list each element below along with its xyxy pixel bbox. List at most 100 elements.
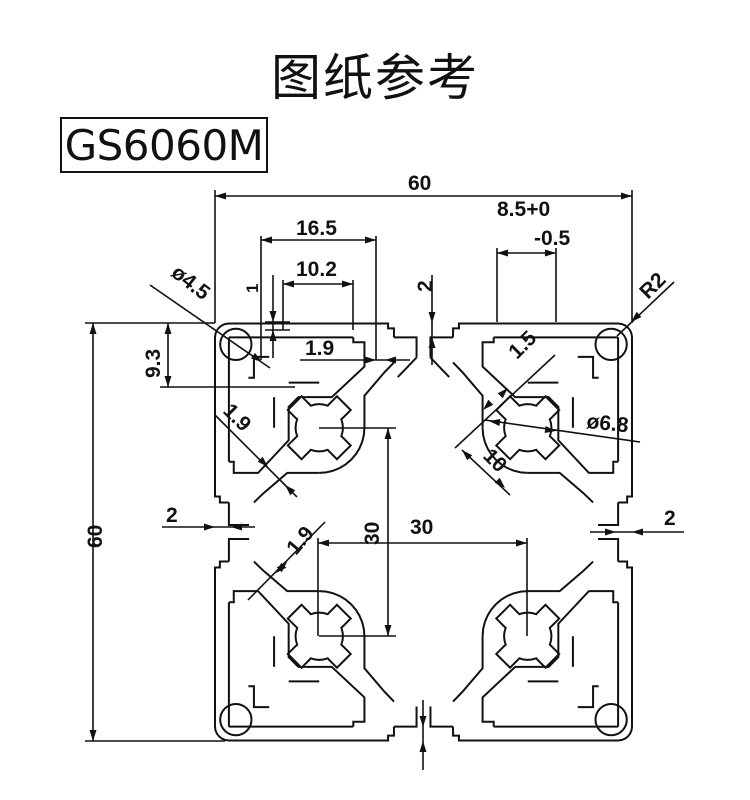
core-hole-bl — [286, 603, 353, 670]
profile-outer-edge-tl — [214, 322, 395, 504]
arrow-10-l — [283, 280, 294, 288]
dim-side-wall-left: 2 — [166, 504, 178, 527]
core-outer-arc-br — [481, 590, 528, 637]
core-web-bottom-tl — [253, 471, 320, 504]
dim-lip-thickness: 1 — [243, 284, 262, 293]
dim-web-thickness-diag: 1.9 — [218, 399, 255, 436]
core-web-bottom-tr — [527, 471, 594, 504]
arrow-19t-l — [365, 356, 376, 364]
core-web-bottom-bl — [253, 560, 320, 593]
arrow-swr-b — [632, 528, 643, 536]
arrow-ch-r — [516, 539, 527, 547]
corner-pocket-br — [481, 590, 619, 727]
arrow-lip-b — [269, 330, 277, 341]
arrow-bw-b — [419, 741, 427, 752]
dim-slot-outer-width: 16.5 — [296, 217, 337, 240]
arrow-h-b — [89, 730, 97, 741]
core-web-right-bl — [363, 636, 395, 703]
arrow-10-r — [342, 280, 353, 288]
arrow-cv-b — [384, 625, 392, 636]
dim-core-size: 10 — [478, 444, 511, 477]
corner-web-tr — [577, 355, 599, 379]
arrow-93-b — [164, 376, 172, 387]
arrow-16-l — [261, 236, 272, 244]
dim-line-radius — [616, 281, 675, 337]
arrow-swl-b — [231, 523, 242, 531]
arrow-16-r — [365, 236, 376, 244]
arrow-19d-b — [285, 485, 296, 496]
dim-corner-radius: R2 — [635, 268, 670, 303]
corner-pocket-tl — [228, 337, 366, 474]
dim-hole-offset: 9.3 — [142, 349, 165, 378]
dim-slot-opening: 10.2 — [296, 258, 337, 281]
dim-overall-height: 60 — [84, 525, 107, 548]
slot-inner-wall-top-tr — [429, 336, 454, 358]
profile-outer-edge-tr — [452, 322, 633, 504]
arrow-corner-hole — [250, 352, 262, 362]
dimension-lines — [85, 190, 684, 770]
dim-corner-hole-dia: ø4.5 — [167, 261, 215, 305]
core-outer-arc-bl — [319, 590, 366, 637]
arrow-swl-a — [204, 523, 215, 531]
core-outer-arc-tl — [319, 427, 366, 474]
arrow-15-a — [497, 388, 508, 399]
dim-line-diag-web — [454, 354, 556, 449]
corner-pocket-tr — [481, 337, 619, 474]
arrow-tw-t — [428, 312, 436, 323]
arrow-tol-r — [545, 249, 556, 257]
corner-hole-br — [594, 703, 628, 737]
core-hole-tr — [494, 394, 561, 461]
dim-web-thickness-lower: 1.9 — [282, 522, 318, 559]
dim-line-web-diag — [214, 414, 298, 498]
dim-line-web-lower — [247, 521, 326, 601]
corner-hole-tl — [219, 327, 253, 361]
dim-core-horizontal: 30 — [410, 516, 433, 539]
profile-outer-edge-bl — [214, 560, 395, 742]
dim-slot-tolerance-nominal: 8.5+0 — [497, 198, 550, 221]
center-web-tr-a — [429, 356, 450, 378]
core-web-right-tl — [363, 361, 395, 428]
core-hole-br — [494, 603, 561, 670]
profile-outline — [214, 322, 633, 742]
arrow-cv-t — [384, 428, 392, 439]
slot-inner-wall-side-tr — [597, 502, 620, 527]
arrow-w-l — [215, 192, 226, 200]
corner-hole-tr — [594, 327, 628, 361]
arrow-w-r — [621, 192, 632, 200]
arrow-tw-b — [428, 337, 436, 348]
corner-web-bl — [248, 685, 270, 709]
corner-hole-bl — [219, 703, 253, 737]
dim-diag-web: 1.5 — [504, 326, 541, 363]
slot-inner-wall-side-bl — [227, 537, 250, 562]
arrow-10c-b — [494, 477, 505, 488]
arrow-ch-l — [318, 539, 329, 547]
arrow-19d-a — [257, 456, 268, 467]
slot-inner-wall-top-tl — [393, 336, 418, 358]
model-label-box: GS6060M — [60, 117, 268, 173]
arrow-tol-l — [497, 249, 508, 257]
dim-top-wall: 2 — [414, 280, 437, 292]
core-outer-arc-tr — [481, 427, 528, 474]
drawing-title: 图纸参考 — [271, 49, 479, 107]
arrow-68-b — [544, 426, 556, 433]
dim-core-hole-dia: ø6.8 — [585, 410, 630, 437]
arrow-swr-a — [605, 528, 616, 536]
dim-overall-width: 60 — [408, 172, 431, 195]
arrow-15-b — [483, 399, 494, 410]
dim-web-thickness-top: 1.9 — [305, 337, 334, 360]
core-web-right-tr — [452, 361, 484, 428]
corner-pocket-bl — [228, 590, 366, 727]
dim-slot-tolerance-minus: -0.5 — [534, 227, 571, 250]
slot-inner-wall-side-tl — [227, 502, 250, 527]
core-web-bottom-br — [527, 560, 594, 593]
dim-line-core-hole — [484, 419, 641, 443]
model-number: GS6060M — [64, 120, 264, 170]
arrow-93-t — [164, 323, 172, 334]
arrow-19l-b — [276, 562, 287, 573]
profile-outer-edge-br — [452, 560, 633, 742]
arrow-19t-r — [385, 356, 396, 364]
arrow-10c-a — [462, 450, 473, 461]
slot-inner-wall-top-bl — [393, 706, 418, 728]
dim-side-wall-right: 2 — [664, 507, 676, 530]
